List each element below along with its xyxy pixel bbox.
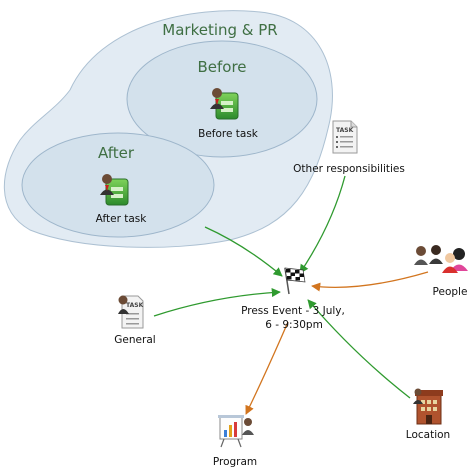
node-other-responsibilities[interactable]: TASK Other responsibilities [293,120,405,175]
edge-center-to-program[interactable] [245,321,289,415]
node-press-event[interactable]: Press Event - 3 July, 6 - 9:30pm [241,267,345,331]
node-people[interactable]: People [414,245,468,298]
node-after-task-label: After task [96,213,148,225]
node-before-task-label: Before task [198,128,259,140]
edge-other-to-center[interactable] [299,175,346,274]
node-location-label: Location [406,429,450,441]
node-general-label: General [114,334,155,346]
person-task-document-icon: TASK [118,295,144,329]
group-before-title: Before [197,58,246,76]
group-after-title: After [98,144,135,162]
svg-text:TASK: TASK [126,302,144,309]
edge-general-to-center[interactable] [153,287,281,317]
node-program[interactable]: Program [213,415,257,468]
building-icon [413,388,443,425]
node-people-label: People [433,286,468,298]
person-task-icon [210,88,239,120]
people-group-icon [414,245,468,273]
node-after-task[interactable]: After task [96,174,148,225]
node-location[interactable]: Location [406,388,450,442]
person-task-icon [100,174,129,206]
svg-text:TASK: TASK [336,127,354,134]
edge-after-to-center[interactable] [204,226,283,277]
node-general[interactable]: TASK General [114,295,156,347]
edge-location-to-center[interactable] [307,299,411,399]
task-document-icon: TASK [332,120,358,154]
checkered-flag-icon [284,267,306,295]
node-before-task[interactable]: Before task [198,88,259,140]
node-other-responsibilities-label: Other responsibilities [293,163,405,175]
node-press-event-label-line1: Press Event - 3 July, [241,305,345,317]
presentation-board-icon [218,415,254,448]
node-program-label: Program [213,456,257,468]
node-press-event-label-line2: 6 - 9:30pm [265,319,323,331]
group-marketing-pr-title: Marketing & PR [162,21,277,39]
edges [153,175,429,415]
edge-people-to-center[interactable] [311,271,429,292]
